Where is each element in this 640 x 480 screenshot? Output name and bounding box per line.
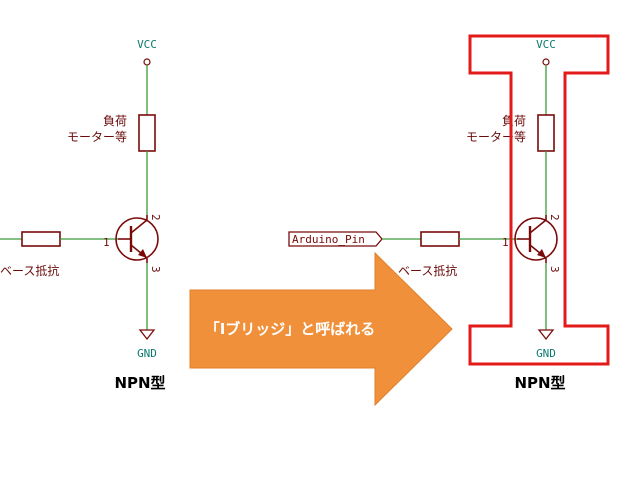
right-load-label-2: モーター等: [466, 130, 526, 144]
left-load-label-1: 負荷: [103, 114, 127, 128]
arrow-caption: 「Iブリッジ」と呼ばれる: [205, 320, 376, 338]
right-load-resistor: [537, 114, 555, 152]
right-gnd-symbol: [537, 329, 555, 341]
arduino-pin-flag: [288, 231, 383, 247]
left-pin3-label: 3: [149, 266, 162, 273]
arrow-shape: [189, 251, 453, 407]
left-base-resistor: [21, 231, 61, 247]
right-title: NPN型: [514, 374, 565, 392]
right-resistor-label: ベース抵抗: [398, 263, 457, 278]
right-pin3-label: 3: [548, 266, 561, 273]
right-vcc-label: VCC: [536, 38, 556, 51]
left-load-resistor: [138, 114, 156, 152]
left-load-label-2: モーター等: [67, 130, 127, 144]
left-vcc-label: VCC: [137, 38, 157, 51]
left-gnd-symbol: [138, 329, 156, 341]
right-npn-transistor: [514, 215, 558, 263]
right-vcc-terminal: [542, 58, 550, 66]
left-resistor-label: ベース抵抗: [0, 263, 59, 278]
right-pin1-label: 1: [502, 236, 509, 249]
right-load-label-1: 負荷: [502, 114, 526, 128]
right-circuit: VCC 負荷 モーター等 Arduino_Pin ベース抵抗 1 2 3 GN: [288, 34, 610, 392]
arduino-pin-label: Arduino_Pin: [292, 233, 365, 246]
i-bridge-highlight: [468, 34, 610, 366]
left-pin2-label: 2: [149, 214, 162, 221]
left-vcc-terminal: [143, 58, 151, 66]
transform-arrow: 「Iブリッジ」と呼ばれる: [189, 251, 453, 407]
left-pin1-label: 1: [103, 236, 110, 249]
left-title: NPN型: [114, 374, 165, 392]
right-pin2-label: 2: [548, 214, 561, 221]
left-gnd-label: GND: [137, 347, 157, 360]
left-circuit: VCC 負荷 モーター等 ベース抵抗 1 2 3 GND NPN型: [0, 38, 166, 392]
right-base-resistor: [420, 231, 460, 247]
left-npn-transistor: [115, 215, 159, 263]
right-gnd-label: GND: [536, 347, 556, 360]
